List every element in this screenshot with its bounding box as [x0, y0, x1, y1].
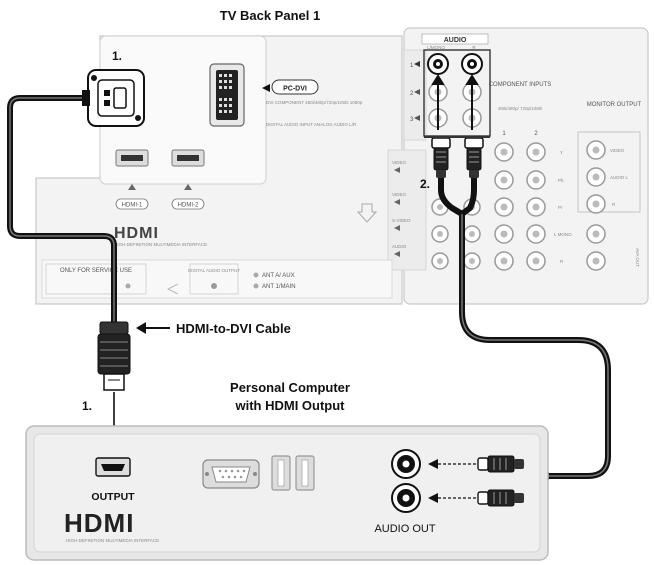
pc-output-label: OUTPUT [91, 491, 135, 503]
hdmi-port-1-slot [121, 155, 143, 161]
jack-row-2-arrow-icon [414, 89, 420, 95]
tv-back-panel: 1. PC-DVI DVI COMPONENT 480i/480p/720p/1… [35, 27, 649, 305]
audio-in-r-jack-icon [461, 53, 483, 75]
pc-rca-plug-top-icon [477, 455, 524, 473]
pc-dvi-note-2: DIGITAL AUDIO INPUT ANALOG AUDIO L/R [266, 122, 357, 127]
pc-audio-arrows [428, 459, 476, 503]
hdmi-port-2-slot [177, 155, 199, 161]
component-row-l: L MONO [554, 232, 572, 237]
audio-header-box [421, 33, 489, 45]
pc-audio-jack-top-icon [391, 449, 421, 479]
usb-port-icon [271, 455, 315, 491]
service-jack-icon [125, 283, 131, 289]
monitor-box [577, 131, 641, 213]
ant-main-jack-icon [253, 283, 259, 289]
pc-rca-plug-bottom-icon [477, 489, 524, 507]
pc-dvi-label: PC-DVI [283, 86, 307, 93]
diagram-title: TV Back Panel 1 [220, 8, 320, 23]
left-arrow-icon [166, 283, 179, 295]
cable-label-arrow-icon [136, 322, 170, 334]
down-arrow-icon [356, 203, 378, 223]
cable-label: HDMI-to-DVI Cable [176, 321, 291, 336]
video-label-1: VIDEO [392, 160, 407, 165]
pc-title-line-1: Personal Computer [230, 380, 350, 395]
monitor-row-audio-l: AUDIO L [610, 175, 629, 180]
pc-step-1: 1. [82, 399, 92, 413]
monitor-row-r: R [612, 202, 616, 207]
tv-step-2: 2. [420, 177, 430, 191]
audio-up-arrows [431, 74, 479, 130]
ant-aux-jack-icon [253, 272, 259, 278]
audio-label-left: AUDIO [392, 244, 407, 249]
tv-input-tab [387, 149, 427, 271]
digital-audio-jack-icon [211, 283, 217, 289]
rca-plug-l-icon [431, 137, 451, 178]
component-jack-cores [500, 148, 540, 265]
pc-audio-out-label: AUDIO OUT [374, 523, 435, 535]
monitor-jack-cores [592, 146, 600, 265]
jack-row-3: 3 [410, 117, 414, 123]
audio-in-l-jack-icon [427, 53, 449, 75]
component-row-pb: Pb [558, 178, 564, 183]
component-formats: 480i/480p/ 720p/1080i [498, 106, 543, 111]
monitor-row-video: VIDEO [610, 148, 625, 153]
jack-row-1: 1 [410, 63, 414, 69]
tv-step-1: 1. [112, 49, 122, 63]
tv-bottom-strip [41, 259, 393, 299]
component-row-y: Y [560, 150, 563, 155]
audio-header: AUDIO [444, 37, 467, 44]
hdmi-1-badge [115, 198, 149, 210]
component-row-pr: Pr [558, 205, 563, 210]
tv-hdmi-tagline: HIGH-DEFINITION MULTIMEDIA INTERFACE [114, 242, 207, 247]
monitor-title: MONITOR OUTPUT [587, 102, 642, 108]
component-title: COMPONENT INPUTS [489, 82, 552, 88]
ava-out-label: AVA OUT [635, 248, 640, 267]
video-input-arrows [394, 167, 400, 257]
service-label: ONLY FOR SERVICE USE [60, 268, 132, 274]
video-label-2: VIDEO [392, 192, 407, 197]
hdmi-1-arrow-icon [128, 184, 136, 190]
pc-dvi-badge [271, 79, 319, 95]
service-box [45, 263, 147, 295]
pc-dvi-arrow-icon [262, 84, 270, 92]
jack-row-3-arrow-icon [414, 115, 420, 121]
s-video-label: S-VIDEO [392, 218, 411, 223]
ant-main-label: ANT 1/MAIN [262, 284, 296, 290]
component-col-1: 1 [502, 131, 506, 137]
hdmi-dvi-cable [7, 95, 117, 322]
hdmi-2-badge [171, 198, 205, 210]
digital-audio-box [189, 263, 239, 295]
pc-hdmi-port-icon [95, 457, 131, 477]
rca-plug-r-icon [464, 137, 484, 178]
tv-left-tab [403, 49, 427, 141]
audio-l-label: L/MONO [427, 45, 445, 50]
vga-port-icon [202, 459, 260, 489]
hdmi-1-label: HDMI-1 [122, 203, 143, 209]
jack-row-1-arrow-icon [414, 61, 420, 67]
ant-aux-label: ANT A/ AUX [262, 273, 295, 279]
pc-dvi-note: DVI COMPONENT 480i/480p/720p/1080i 1080p [266, 100, 363, 105]
audio-box-bottom [424, 136, 490, 138]
digital-audio-label: DIGITAL AUDIO OUTPUT [188, 268, 240, 273]
dvi-port-pins [219, 74, 232, 113]
hdmi-2-arrow-icon [184, 184, 192, 190]
hdmi-plug-icon [97, 321, 131, 391]
video-input-jack-cores [437, 204, 475, 264]
audio-r-label: R [472, 45, 476, 50]
pc-hdmi-tagline: HIGH-DEFINITION MULTIMEDIA INTERFACE [66, 538, 159, 543]
dvi-plug-icon [82, 69, 145, 127]
pc-hdmi-logo: HDMI [64, 508, 134, 538]
jack-row-2: 2 [410, 91, 414, 97]
pc-title-line-2: with HDMI Output [234, 398, 345, 413]
pc-audio-jack-bottom-icon [391, 483, 421, 513]
tv-hdmi-logo: HDMI [114, 225, 159, 242]
component-col-2: 2 [534, 131, 538, 137]
component-row-r: R [560, 259, 564, 264]
hdmi-2-label: HDMI-2 [178, 203, 199, 209]
